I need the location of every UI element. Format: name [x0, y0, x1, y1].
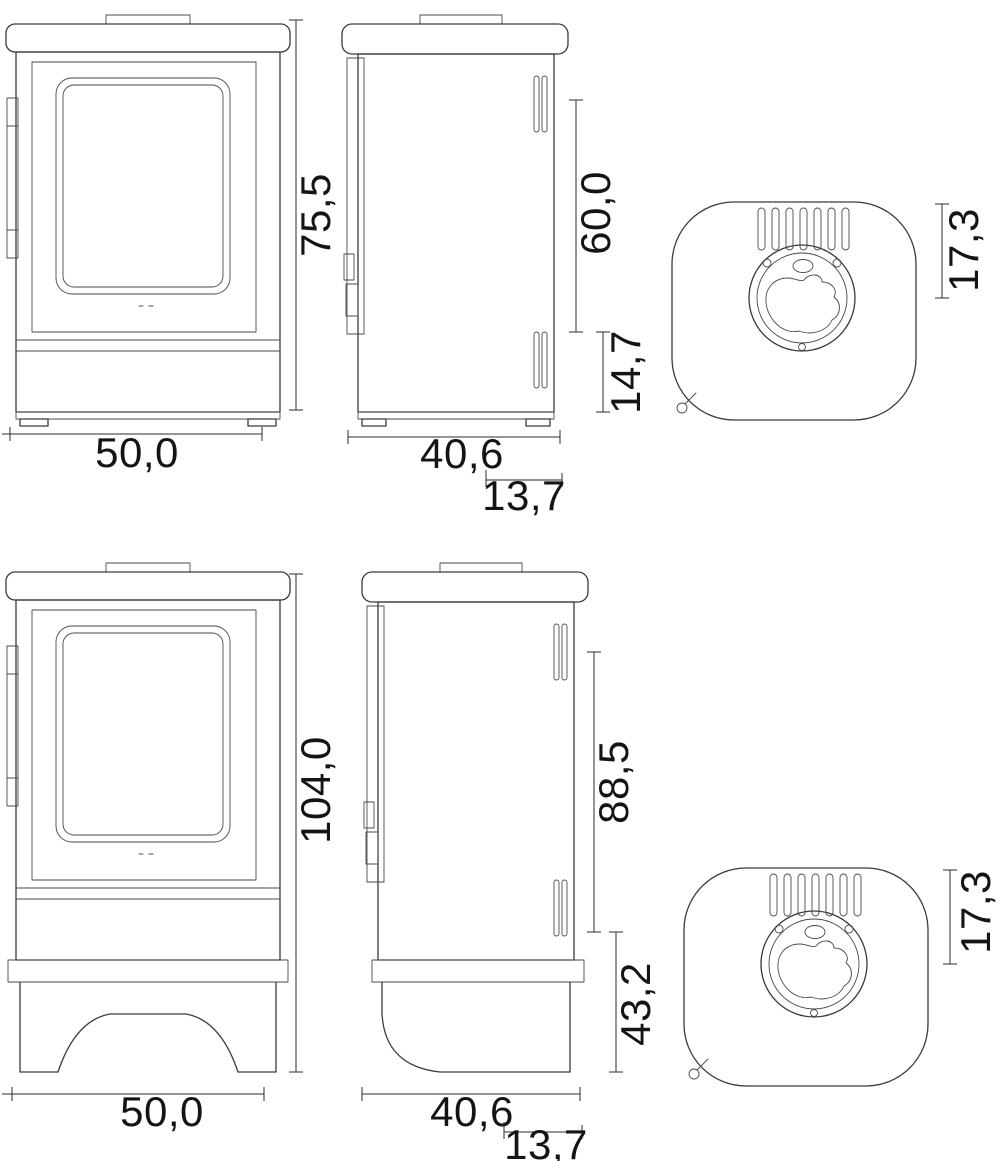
dim-label-depth-compact: 40,6: [420, 430, 504, 477]
front-view-pedestal: [5, 562, 291, 1073]
dim-width-pedestal: 50,0: [2, 1087, 265, 1135]
compact-model-views: 75,5 50,0 60,0 14,7 40,6 13,7 17,3: [2, 14, 987, 519]
dim-label-side-height-compact: 60,0: [572, 171, 619, 255]
dim-label-depth-pedestal: 40,6: [430, 1088, 514, 1135]
dim-base-height-pedestal: 43,2: [609, 931, 659, 1073]
dim-label-side-height-pedestal: 88,5: [590, 740, 637, 824]
front-pedestal: [7, 959, 289, 1073]
dim-door-depth-compact: 13,7: [482, 470, 566, 519]
top-plan: [671, 201, 917, 421]
dim-label-height-pedestal: 104,0: [292, 736, 339, 844]
side-pedestal: [371, 959, 585, 1073]
dim-label-width-compact: 50,0: [95, 429, 179, 476]
top-view-compact: [671, 201, 917, 421]
dim-label-door-depth-pedestal: 13,7: [504, 1121, 588, 1161]
side-body: [361, 562, 589, 961]
dim-height-compact: 75,5: [289, 19, 339, 411]
dim-side-height-compact: 60,0: [569, 99, 619, 333]
dim-label-flue-offset-pedestal: 17,3: [952, 870, 999, 954]
dim-label-width-pedestal: 50,0: [120, 1088, 204, 1135]
front-body: [5, 14, 291, 413]
dim-depth-pedestal: 40,6: [361, 1087, 581, 1135]
side-view-compact: [341, 14, 569, 427]
dim-label-base-height-pedestal: 43,2: [612, 962, 659, 1046]
side-view-pedestal: [361, 562, 589, 1073]
dim-height-pedestal: 104,0: [289, 573, 339, 1073]
side-feet: [357, 411, 555, 427]
dim-width-compact: 50,0: [2, 427, 263, 476]
top-plan: [683, 867, 929, 1087]
dim-side-height-pedestal: 88,5: [587, 651, 637, 933]
dim-flue-offset-compact: 17,3: [935, 203, 987, 299]
pedestal-model-views: 104,0 50,0 88,5 43,2 40,6 13,7 17,3: [2, 562, 999, 1161]
top-view-pedestal: [683, 867, 929, 1087]
dim-label-flue-offset-compact: 17,3: [940, 208, 987, 292]
dim-label-height-compact: 75,5: [292, 173, 339, 257]
dim-flue-offset-pedestal: 17,3: [943, 869, 999, 965]
dim-door-depth-pedestal: 13,7: [503, 1121, 588, 1161]
dim-label-plinth-height-compact: 14,7: [602, 330, 649, 414]
front-view-compact: [5, 14, 291, 427]
front-body: [5, 562, 291, 961]
front-feet: [15, 411, 281, 427]
dim-depth-compact: 40,6: [347, 430, 561, 477]
dim-plinth-height-compact: 14,7: [596, 330, 649, 414]
side-body: [341, 14, 569, 413]
dim-label-door-depth-compact: 13,7: [482, 472, 566, 519]
